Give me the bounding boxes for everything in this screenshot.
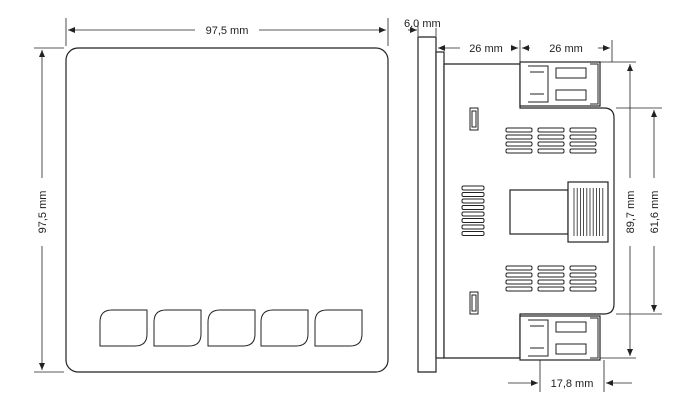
connector-depth-dimension: 17,8 mm <box>508 360 632 392</box>
vent-slot <box>537 265 565 271</box>
clip-window-top <box>469 107 479 131</box>
front-button <box>153 309 202 347</box>
body-height-dimension: 61,6 mm <box>616 107 662 315</box>
vent-slot <box>569 127 597 133</box>
clip-height-label: 89,7 mm <box>625 191 637 234</box>
vent-slot <box>537 127 565 133</box>
vent-slot <box>461 192 485 197</box>
vent-slot <box>461 211 485 217</box>
vent-slot <box>461 205 485 210</box>
front-button <box>314 309 363 347</box>
vent-slot <box>569 272 597 278</box>
top-mounting-clip <box>519 61 601 107</box>
flange-dimension: 6,0 mm <box>404 18 441 36</box>
front-height-dimension: 97,5 mm <box>34 47 64 373</box>
bottom-mounting-clip <box>519 315 601 361</box>
depth-dimension: 26 mm 26 mm <box>438 40 613 62</box>
vent-slot <box>569 286 597 292</box>
vent-slot <box>569 148 597 154</box>
side-flange-lip <box>435 51 445 359</box>
vent-slot <box>537 286 565 292</box>
side-view: 6,0 mm 26 mm 26 mm 89,7 mm 61, <box>404 18 662 392</box>
vent-slot <box>537 134 565 140</box>
clip-height-dimension: 89,7 mm <box>600 61 637 359</box>
vent-slot <box>461 185 485 191</box>
front-buttons <box>99 309 363 347</box>
flange-dimension-label: 6,0 mm <box>404 18 441 30</box>
front-button <box>207 309 256 347</box>
rear-connector <box>509 181 609 243</box>
vent-slot <box>505 286 533 292</box>
vent-slot <box>505 127 533 133</box>
front-button <box>260 309 309 347</box>
vent-slot <box>569 265 597 271</box>
vent-slot <box>537 148 565 154</box>
vent-slot <box>537 279 565 285</box>
vent-slot <box>461 231 485 236</box>
vent-slots <box>461 127 597 292</box>
vent-slot <box>537 141 565 147</box>
vent-slot <box>569 279 597 285</box>
front-width-label: 97,5 mm <box>206 25 249 37</box>
vent-slot <box>505 265 533 271</box>
depth-1-label: 26 mm <box>469 43 503 55</box>
clip-window-bottom <box>469 291 479 315</box>
body-height-label: 61,6 mm <box>649 191 661 234</box>
vent-slot <box>505 148 533 154</box>
connector-depth-label: 17,8 mm <box>551 378 594 390</box>
vent-slot <box>461 218 485 223</box>
vent-slot <box>461 224 485 230</box>
vent-slot <box>537 272 565 278</box>
vent-slot <box>505 279 533 285</box>
depth-2-label: 26 mm <box>549 43 583 55</box>
vent-slot <box>505 141 533 147</box>
front-view: 97,5 mm 97,5 mm <box>34 18 389 373</box>
side-flange <box>417 36 437 373</box>
vent-slot <box>505 134 533 140</box>
vent-slot <box>461 198 485 204</box>
front-panel-outline <box>65 47 389 373</box>
front-button <box>99 309 148 347</box>
vent-slot <box>569 134 597 140</box>
vent-slot <box>505 272 533 278</box>
vent-slot <box>569 141 597 147</box>
front-width-dimension: 97,5 mm <box>65 18 389 46</box>
front-height-label: 97,5 mm <box>37 191 49 234</box>
